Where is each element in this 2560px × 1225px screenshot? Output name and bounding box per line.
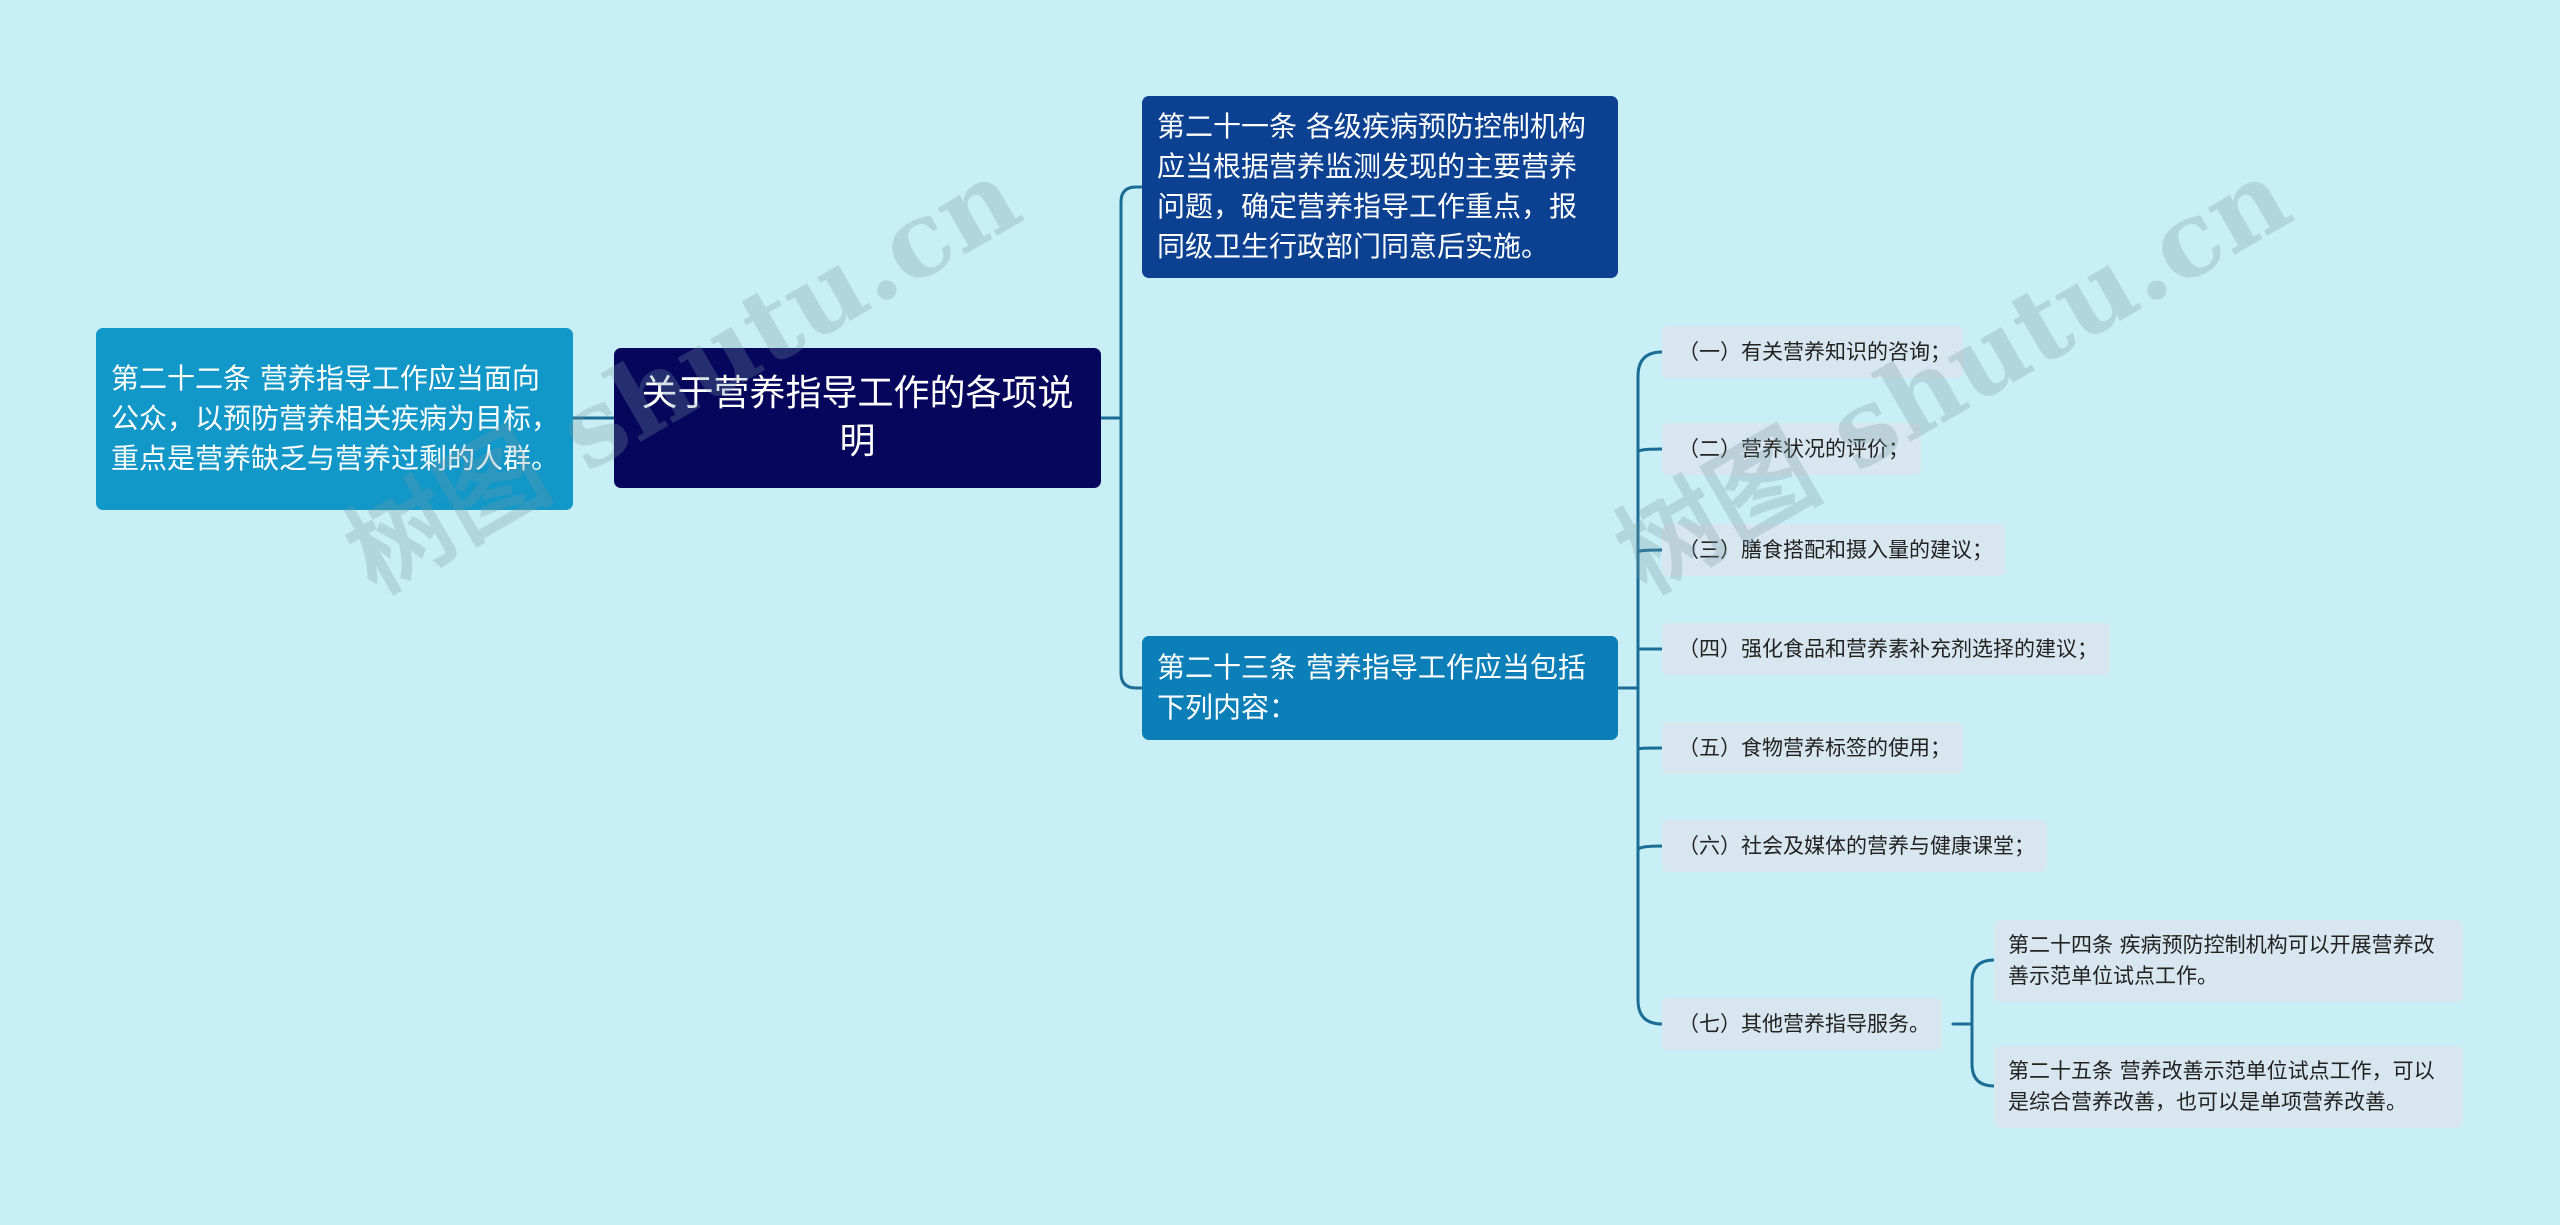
sub-article-25-text: 第二十五条 营养改善示范单位试点工作，可以是综合营养改善，也可以是单项营养改善。 xyxy=(2008,1059,2435,1114)
item-2[interactable]: （二）营养状况的评价； xyxy=(1662,423,1921,475)
item-3[interactable]: （三）膳食搭配和摄入量的建议； xyxy=(1662,524,2005,576)
item-2-text: （二）营养状况的评价； xyxy=(1678,437,1909,461)
connector-subs-bracket xyxy=(1970,958,1996,1088)
item-1-text: （一）有关营养知识的咨询； xyxy=(1678,340,1951,364)
connector-items-bracket xyxy=(1636,350,1664,1026)
branch-article-21[interactable]: 第二十一条 各级疾病预防控制机构应当根据营养监测发现的主要营养问题，确定营养指导… xyxy=(1142,96,1618,278)
item-6[interactable]: （六）社会及媒体的营养与健康课堂； xyxy=(1662,820,2047,872)
item-4-text: （四）强化食品和营养素补充剂选择的建议； xyxy=(1678,637,2098,661)
branch-article-23[interactable]: 第二十三条 营养指导工作应当包括下列内容： xyxy=(1142,636,1618,740)
item-5[interactable]: （五）食物营养标签的使用； xyxy=(1662,722,1963,774)
sub-article-25[interactable]: 第二十五条 营养改善示范单位试点工作，可以是综合营养改善，也可以是单项营养改善。 xyxy=(1994,1046,2463,1128)
sub-article-24-text: 第二十四条 疾病预防控制机构可以开展营养改善示范单位试点工作。 xyxy=(2008,933,2435,988)
item-7[interactable]: （七）其他营养指导服务。 xyxy=(1662,998,1942,1050)
item-6-text: （六）社会及媒体的营养与健康课堂； xyxy=(1678,834,2035,858)
connector-right-bracket xyxy=(1119,185,1144,690)
root-topic[interactable]: 关于营养指导工作的各项说明 xyxy=(614,348,1101,488)
item-5-text: （五）食物营养标签的使用； xyxy=(1678,736,1951,760)
item-1[interactable]: （一）有关营养知识的咨询； xyxy=(1662,326,1963,378)
branch-article-22-text: 第二十二条 营养指导工作应当面向公众，以预防营养相关疾病为目标，重点是营养缺乏与… xyxy=(111,362,560,475)
branch-article-22[interactable]: 第二十二条 营养指导工作应当面向公众，以预防营养相关疾病为目标，重点是营养缺乏与… xyxy=(96,328,573,510)
item-3-text: （三）膳食搭配和摄入量的建议； xyxy=(1678,538,1993,562)
item-7-text: （七）其他营养指导服务。 xyxy=(1678,1012,1930,1036)
branch-article-21-text: 第二十一条 各级疾病预防控制机构应当根据营养监测发现的主要营养问题，确定营养指导… xyxy=(1157,110,1586,263)
sub-article-24[interactable]: 第二十四条 疾病预防控制机构可以开展营养改善示范单位试点工作。 xyxy=(1994,920,2463,1002)
branch-article-23-text: 第二十三条 营养指导工作应当包括下列内容： xyxy=(1157,651,1586,724)
item-4[interactable]: （四）强化食品和营养素补充剂选择的建议； xyxy=(1662,623,2110,675)
root-topic-label: 关于营养指导工作的各项说明 xyxy=(641,373,1074,462)
